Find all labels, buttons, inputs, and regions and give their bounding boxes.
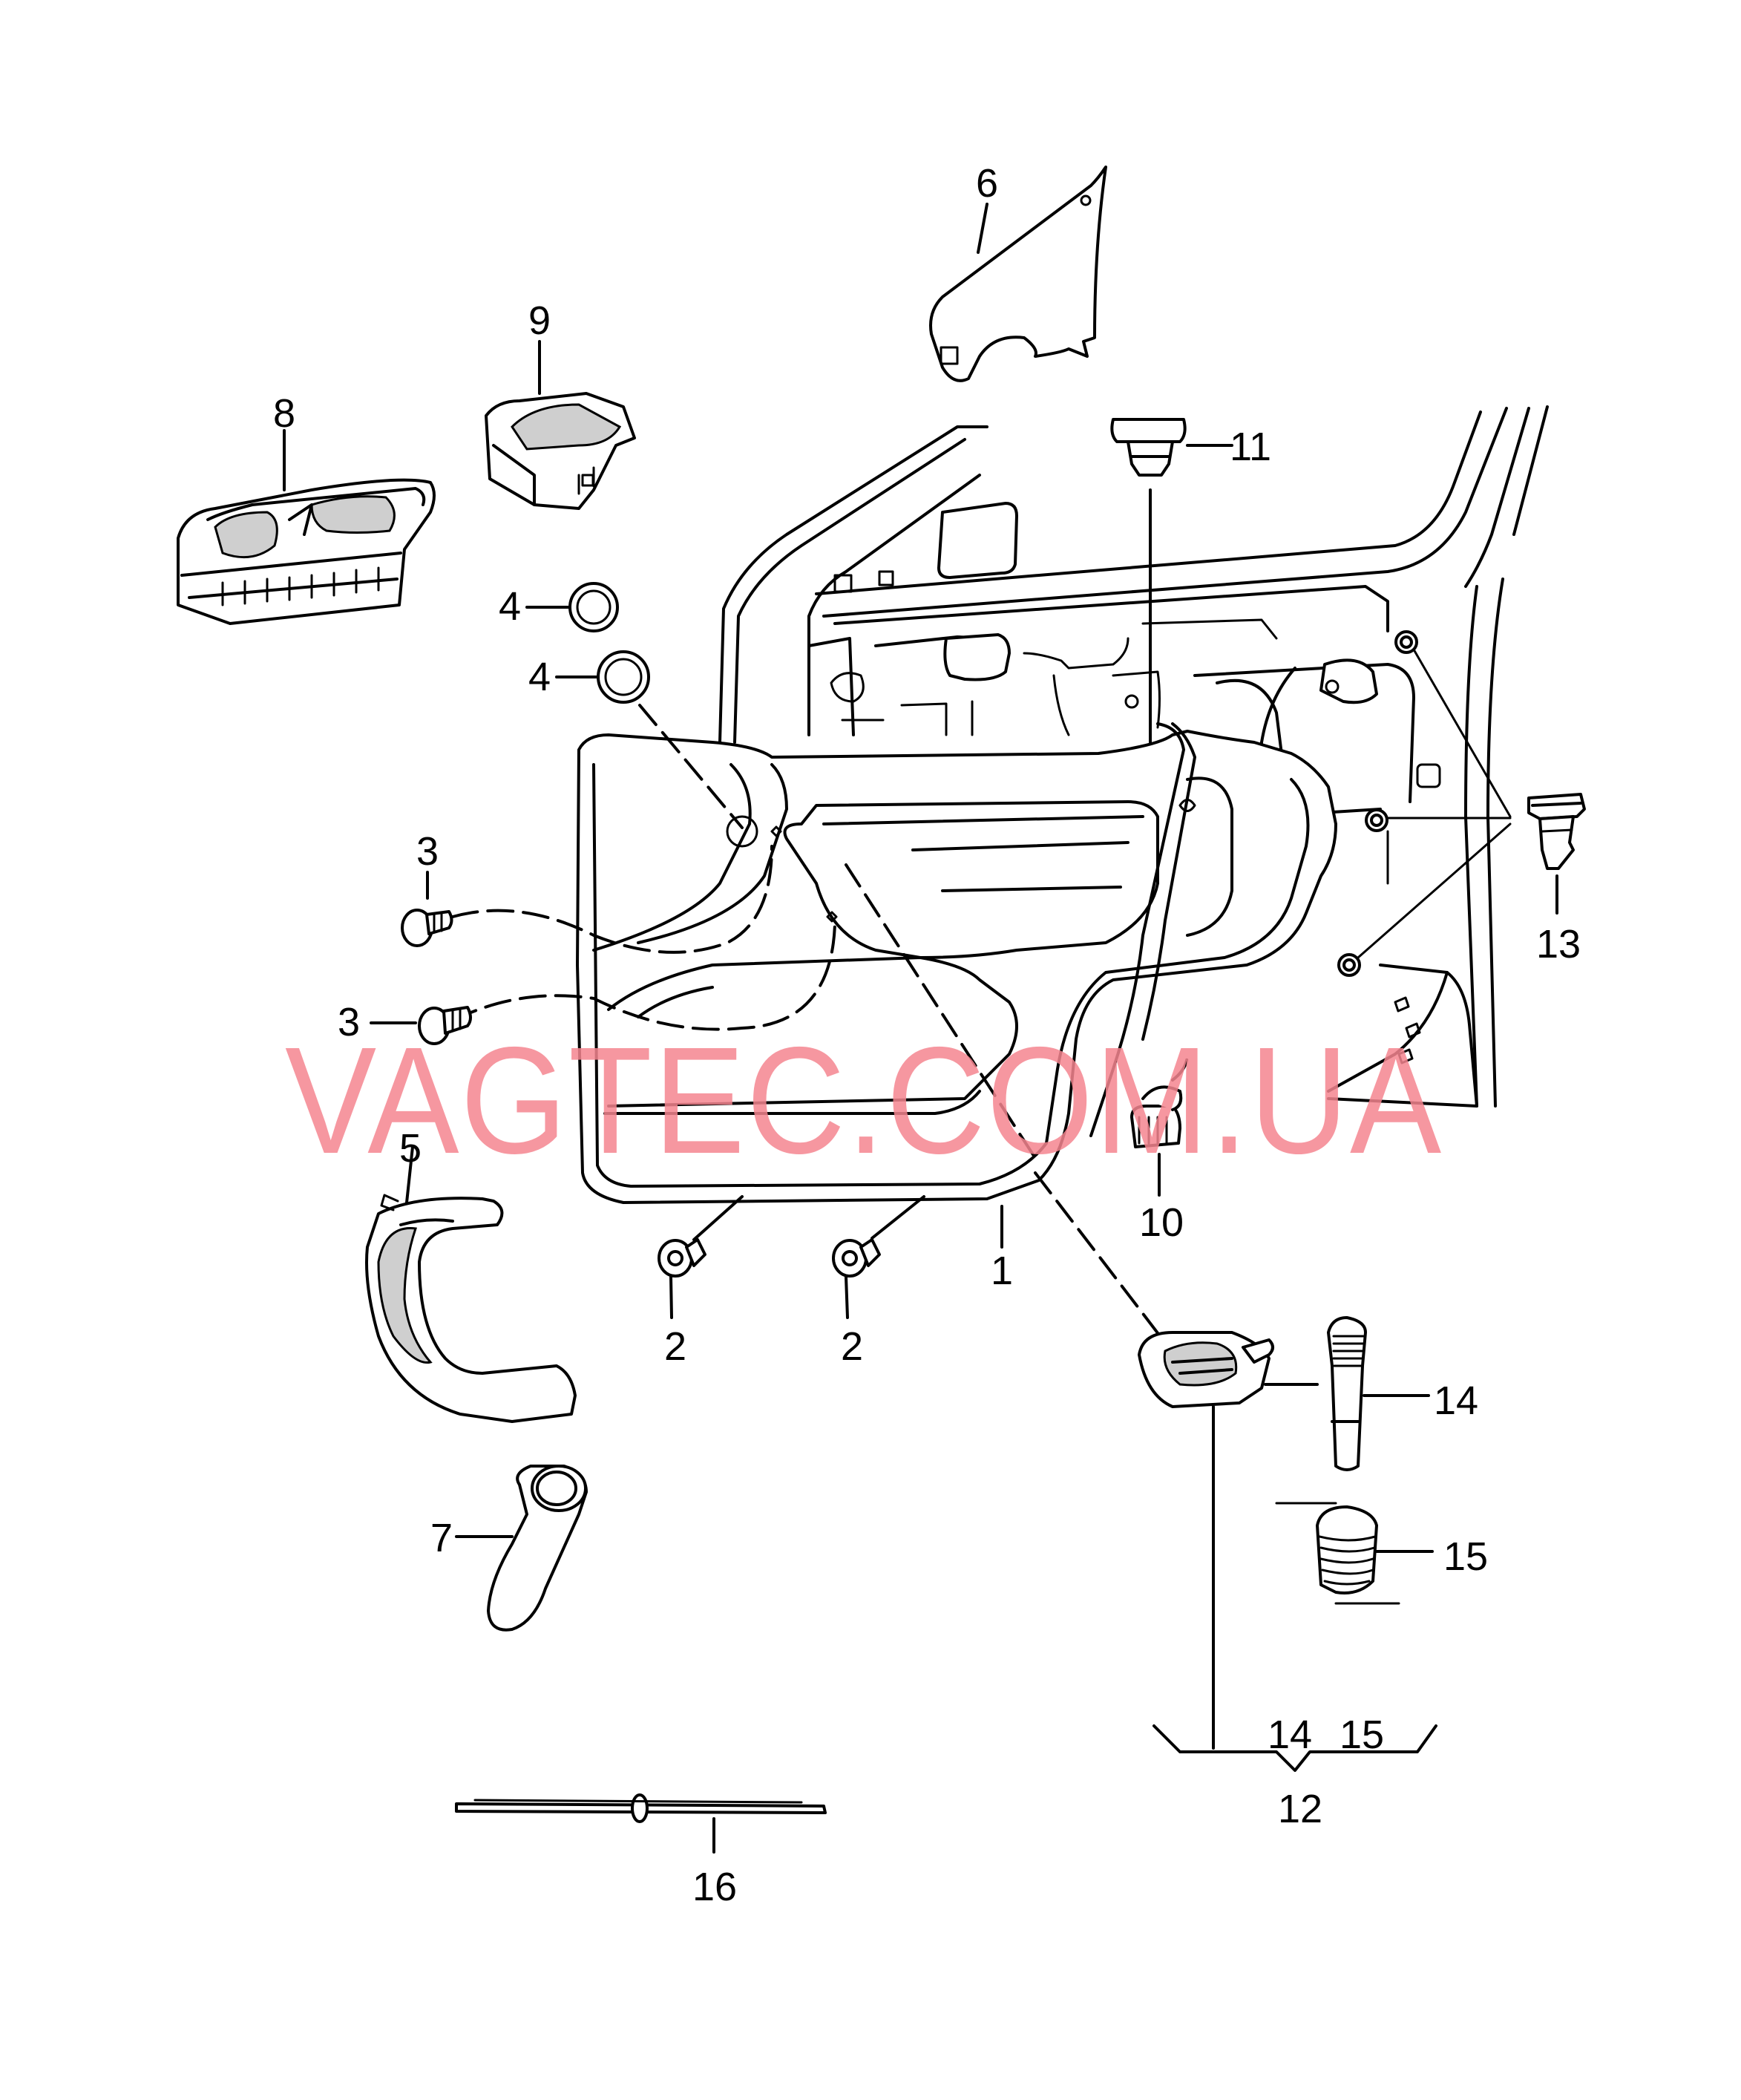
dashed-leaders [451,704,1189,1364]
callout-13: 13 [1536,922,1581,966]
callout-14b: 14 [1268,1713,1312,1757]
callout-15a: 15 [1443,1534,1488,1579]
callout-3b: 3 [338,1000,360,1044]
callout-5: 5 [399,1126,422,1171]
callout-1: 1 [991,1249,1013,1293]
callout-2a: 2 [664,1324,686,1369]
callout-10: 10 [1139,1200,1184,1245]
plug-15 [1275,1502,1434,1605]
callout-labels: 1 2 2 3 3 4 4 5 6 7 8 9 10 11 12 13 14 1… [273,161,1581,1909]
door-clips-13 [1337,630,1586,977]
callout-14a: 14 [1434,1378,1478,1423]
callout-9: 9 [528,298,551,343]
screw-3b [370,1006,472,1045]
callout-8: 8 [273,391,295,436]
rod-16 [455,1793,827,1854]
callout-16: 16 [692,1865,737,1909]
callout-4b: 4 [528,655,551,699]
callout-12: 12 [1278,1787,1322,1831]
ring-4b [555,650,650,704]
clip-2b [832,1195,925,1319]
callout-3a: 3 [416,829,439,874]
mirror-cover-triangle-6 [929,166,1107,382]
callout-6: 6 [976,161,998,206]
door-shell [718,405,1549,1108]
callout-11: 11 [1230,425,1271,469]
switch-housing-8 [177,429,436,625]
callout-2b: 2 [841,1324,863,1369]
ring-4a [525,582,619,632]
grab-handle-5 [365,1145,577,1423]
clip-2a [658,1195,744,1319]
window-crank-7 [455,1465,588,1632]
switch-housing-9 [485,340,636,510]
screw-3a [401,871,453,947]
grommet-11 [1110,418,1233,744]
clip-10 [1130,1085,1183,1197]
watermark-text: VAGTEC.COM.UA [285,1015,1443,1185]
callout-15b: 15 [1340,1713,1384,1757]
callout-4a: 4 [499,584,521,629]
door-trim-panel [576,722,1337,1204]
pin-14 [1327,1316,1430,1471]
door-handle-bezel-12 [1138,1331,1437,1772]
callout-7: 7 [430,1516,453,1560]
